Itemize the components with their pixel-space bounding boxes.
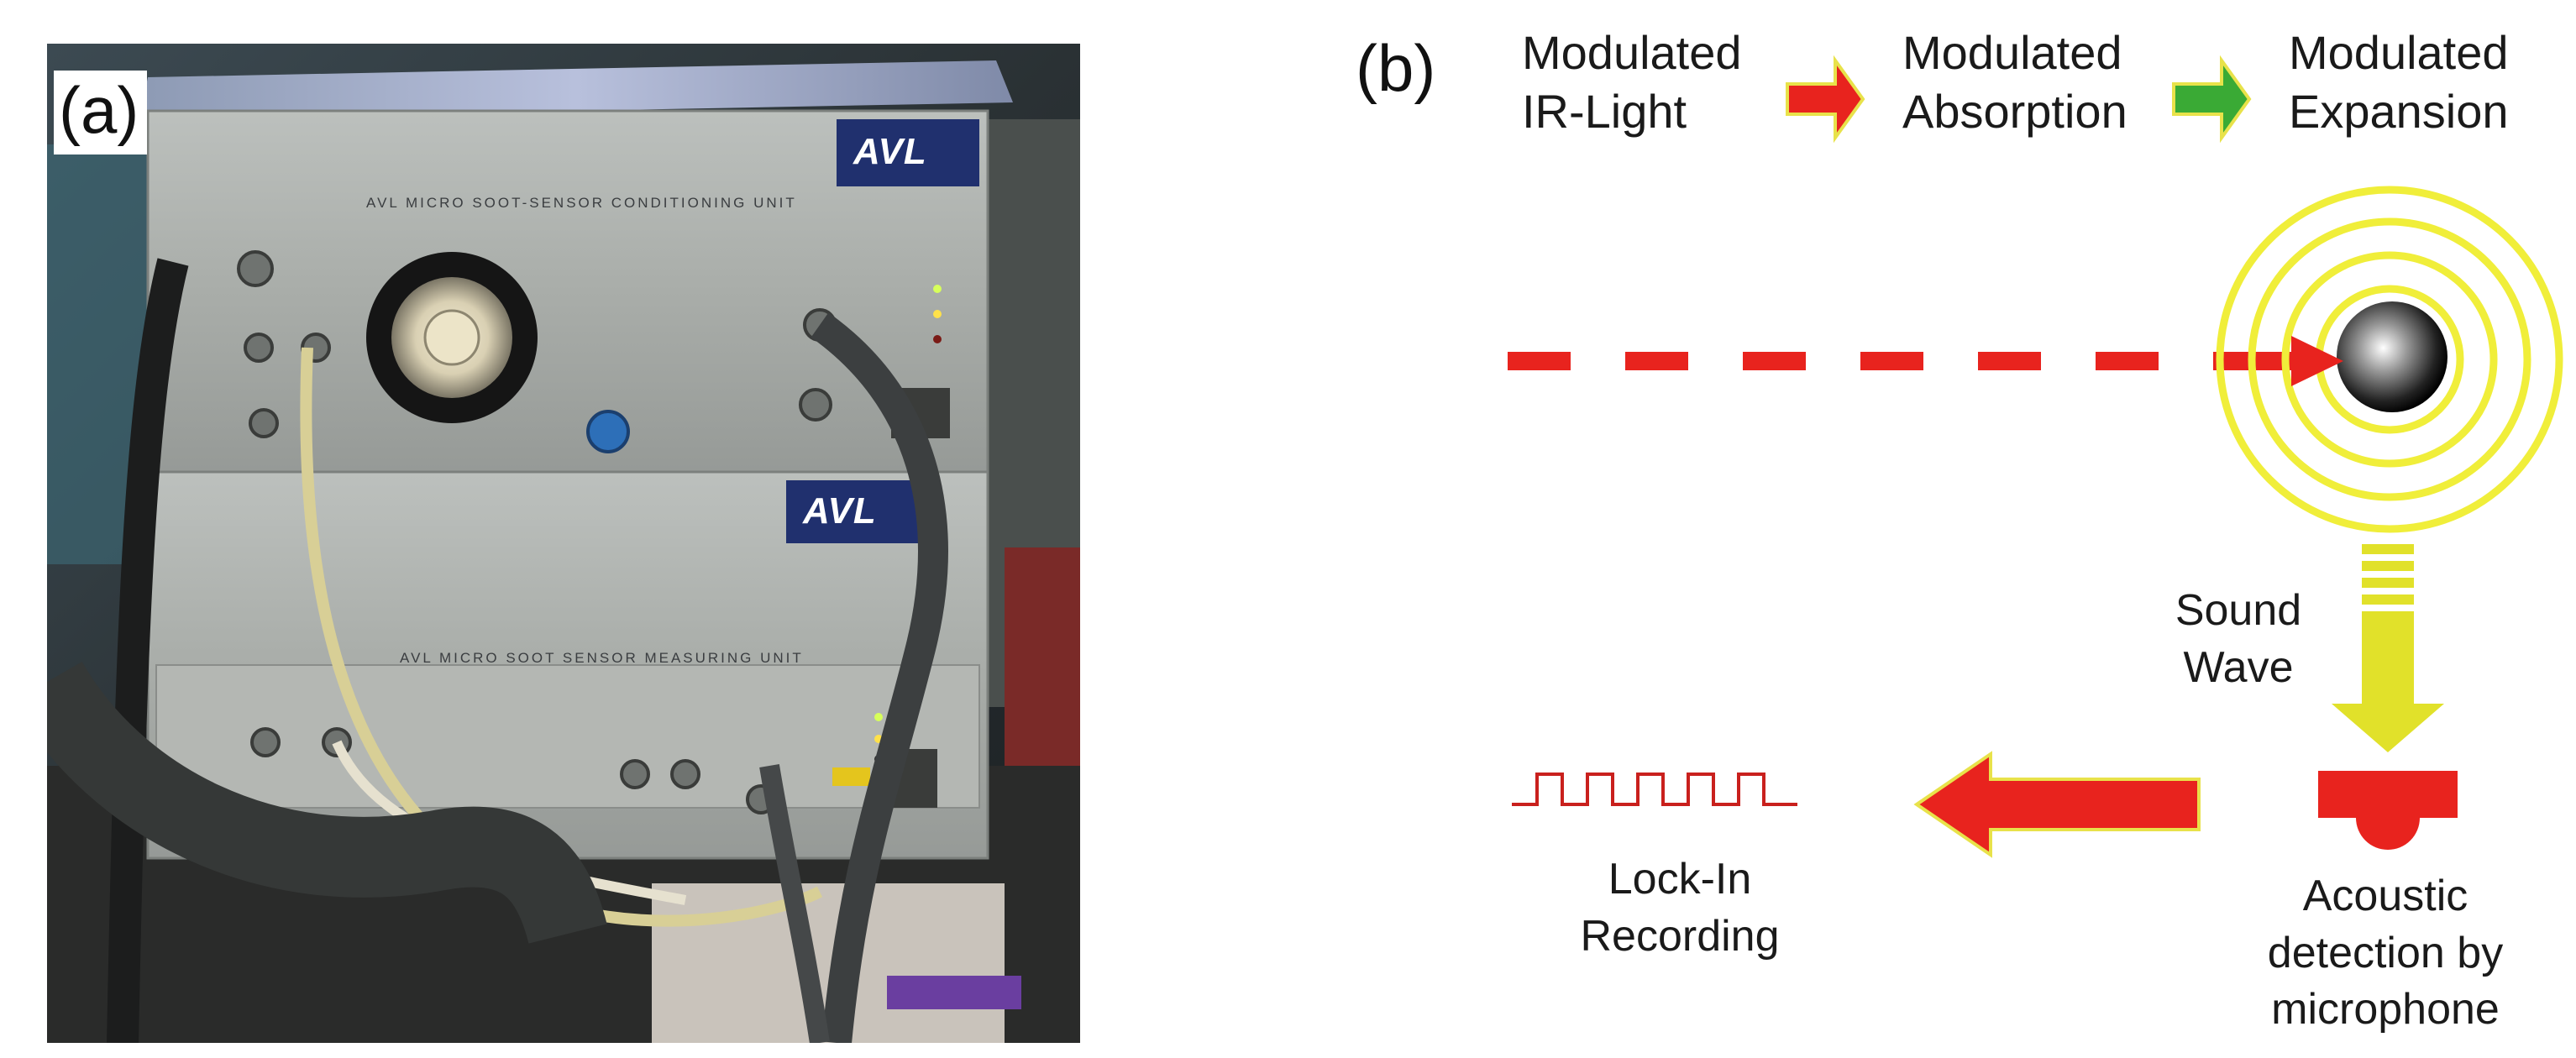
- signal-arrow-left: [1913, 751, 2201, 858]
- flow-step-modulated-expansion: Modulated Expansion: [2289, 26, 2509, 138]
- flow-arrow-green: [2172, 55, 2252, 144]
- sound-wave-arrow: [2332, 544, 2444, 752]
- photoacoustic-diagram: [1508, 55, 2563, 858]
- flow-arrow-red: [1786, 55, 1865, 144]
- microphone-icon: [2318, 771, 2458, 850]
- photo-illustration: [47, 44, 1080, 1043]
- label-acoustic-detection: Acoustic detection by microphone: [2267, 872, 2504, 1034]
- avl-logo-upper: AVL: [853, 131, 927, 172]
- label-sound-wave: Sound Wave: [2175, 586, 2302, 692]
- beam-arrowhead: [2291, 336, 2343, 386]
- photo-avl-micro-soot-sensor: AVL AVL AVL MICRO SOOT-SENSOR CONDITIONI…: [47, 44, 1080, 1043]
- panel-label-a: (a): [54, 71, 148, 155]
- lower-unit-plate: AVL MICRO SOOT SENSOR MEASURING UNIT: [400, 650, 804, 666]
- panel-label-b: (b): [1356, 31, 1436, 105]
- flow-step-modulated-ir-light: Modulated IR-Light: [1522, 26, 1742, 138]
- soot-particle: [2337, 301, 2447, 412]
- upper-unit-plate: AVL MICRO SOOT-SENSOR CONDITIONING UNIT: [366, 195, 797, 211]
- avl-logo-lower: AVL: [803, 490, 877, 532]
- lock-in-signal-icon: [1512, 773, 1797, 806]
- label-lock-in-recording: Lock-In Recording: [1580, 855, 1780, 961]
- flow-step-modulated-absorption: Modulated Absorption: [1902, 26, 2127, 138]
